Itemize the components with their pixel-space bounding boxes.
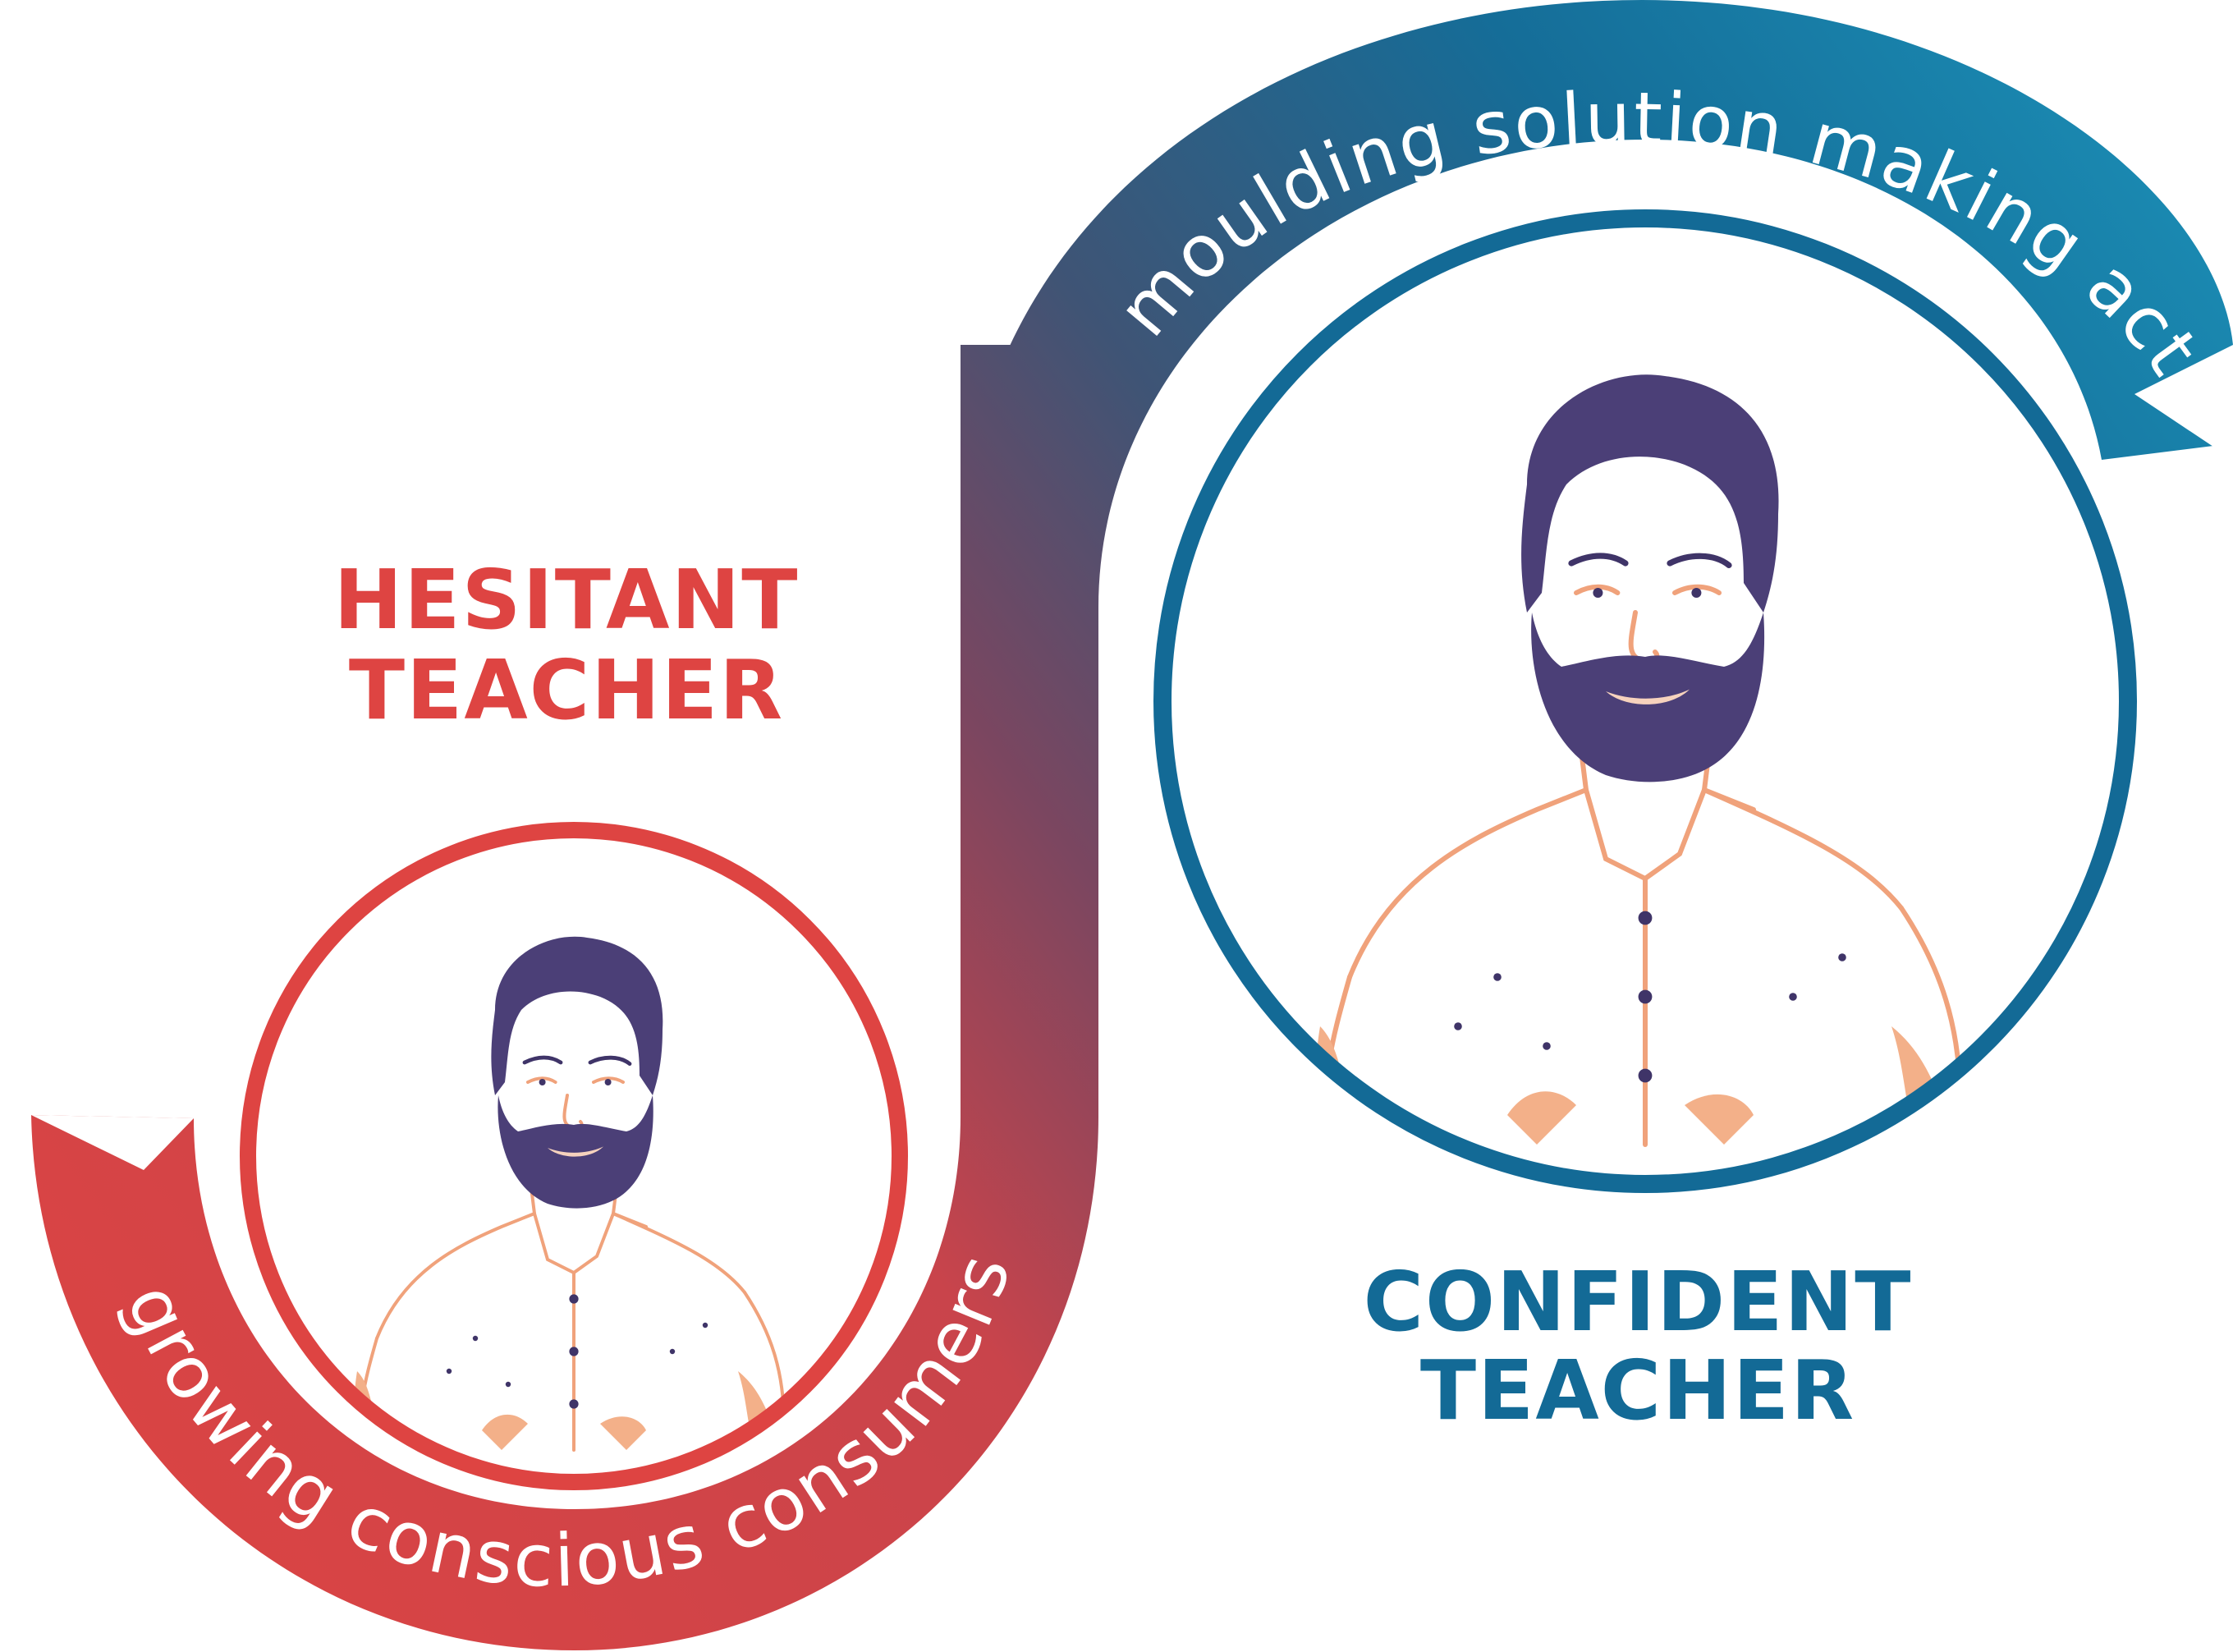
hesitant-teacher-title: HESITANT TEACHER [334, 552, 800, 738]
ribbon-right-tail [2134, 345, 2233, 460]
hesitant-title-line2: TEACHER [349, 642, 784, 738]
hesitant-title-line1: HESITANT [334, 552, 800, 648]
confident-title-line2: TEACHER [1420, 1342, 1855, 1439]
ribbon-left-tail [31, 1115, 194, 1170]
confident-teacher-title: CONFIDENT TEACHER [1364, 1254, 1913, 1439]
confident-teacher-portrait [1153, 209, 2137, 1193]
confident-title-line1: CONFIDENT [1364, 1254, 1913, 1350]
ribbon-top-arc [961, 0, 2233, 739]
hesitant-teacher-portrait [240, 822, 908, 1490]
